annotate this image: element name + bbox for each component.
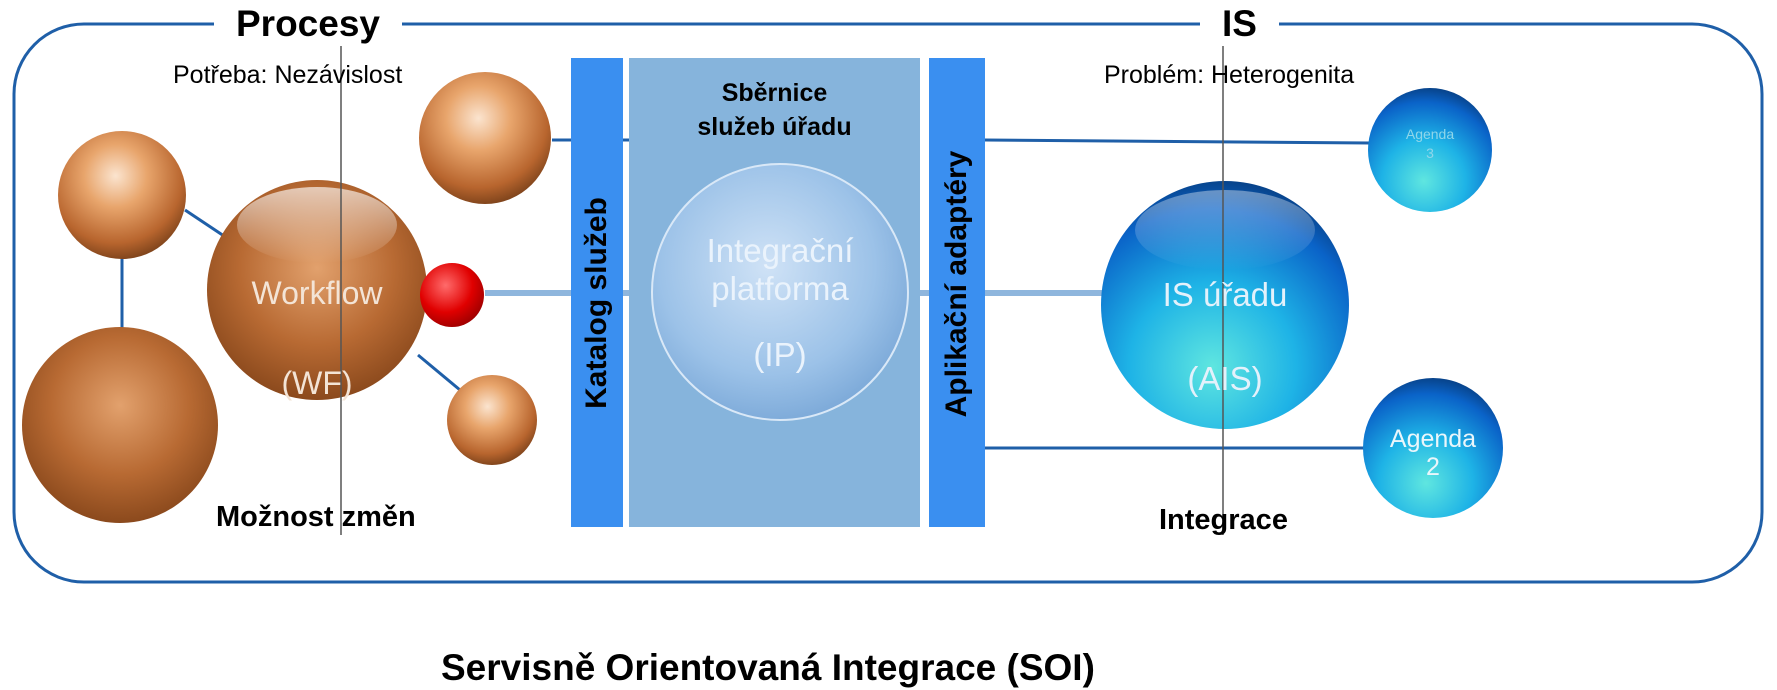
agenda2-label-line1: Agenda	[1389, 425, 1477, 453]
ais-label-line1: IS úřadu	[1162, 276, 1288, 313]
agenda3-ball	[1368, 88, 1492, 212]
workflow-label-line2: (WF)	[281, 365, 353, 401]
bus-title-line2: služeb úřadu	[697, 113, 852, 141]
change-note: Možnost změn	[216, 501, 416, 533]
header-procesy: Procesy	[214, 2, 402, 46]
agenda3-label: Agenda 3	[1390, 125, 1470, 163]
need-note: Potřeba: Nezávislost	[173, 61, 403, 89]
catalog-label: Katalog služeb	[580, 197, 613, 409]
bus-title-line1: Sběrnice	[721, 79, 828, 107]
header-is: IS	[1200, 2, 1279, 46]
agenda2-label: Agenda 2	[1383, 425, 1483, 481]
adapters-label: Aplikační adaptéry	[940, 150, 973, 418]
ais-label: IS úřadu (AIS)	[1125, 253, 1325, 421]
bus-title: Sběrnice služeb úřadu	[629, 76, 920, 144]
adapters-bar	[929, 58, 985, 527]
right-connectors	[623, 138, 1371, 450]
ip-label: Integrační platforma (IP)	[680, 232, 880, 374]
integration-note: Integrace	[1159, 504, 1288, 536]
workflow-gloss	[237, 187, 397, 263]
outer-frame	[12, 22, 1764, 584]
agenda2-label-line2: 2	[1426, 453, 1440, 481]
red-dot	[420, 263, 484, 327]
orange-ball-top	[419, 72, 551, 204]
workflow-label-line1: Workflow	[251, 275, 383, 311]
ais-label-line2: (AIS)	[1187, 360, 1263, 397]
header-soi: Servisně Orientovaná Integrace (SOI)	[419, 646, 1117, 690]
catalog-bar	[571, 58, 623, 527]
ip-label-line2: platforma	[711, 270, 849, 307]
agenda3-label-line2: 3	[1426, 145, 1434, 161]
agenda2-ball	[1363, 378, 1503, 518]
workflow-label: Workflow (WF)	[217, 248, 417, 428]
ip-label-line3: (IP)	[753, 336, 807, 373]
ais-gloss	[1135, 190, 1315, 270]
orange-ball-small	[447, 375, 537, 465]
ip-label-line1: Integrační	[706, 232, 854, 269]
problem-note: Problém: Heterogenita	[1104, 61, 1355, 89]
orange-ball-upper-left	[58, 131, 186, 259]
ip-ball	[651, 163, 909, 421]
agenda3-label-line1: Agenda	[1405, 126, 1455, 142]
orange-ball-lower-left	[22, 327, 218, 523]
